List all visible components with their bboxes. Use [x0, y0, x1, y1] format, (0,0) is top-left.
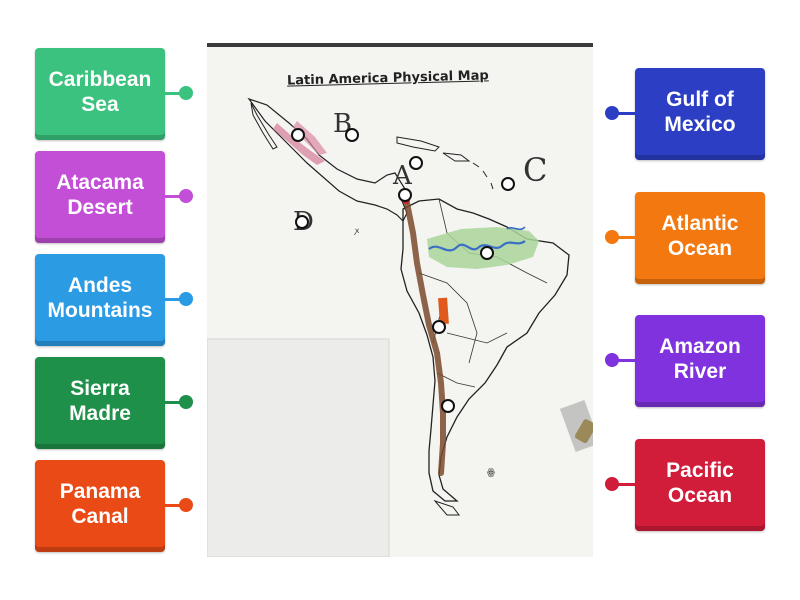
- pin-line: [165, 401, 185, 404]
- pin-line: [615, 236, 635, 239]
- label-pacific-ocean[interactable]: Pacific Ocean: [605, 439, 765, 531]
- pin-line: [165, 195, 185, 198]
- marker-gulf-of-mexico[interactable]: [345, 128, 359, 142]
- pin-dot[interactable]: [605, 353, 619, 367]
- pin-line: [615, 359, 635, 362]
- pin-dot[interactable]: [179, 292, 193, 306]
- pin-line: [615, 112, 635, 115]
- marker-amazon-river[interactable]: [480, 246, 494, 260]
- label-caribbean-sea[interactable]: Caribbean Sea: [35, 48, 193, 140]
- label-text: Atlantic Ocean: [661, 212, 739, 260]
- letter-c: C: [523, 151, 548, 189]
- marker-sierra-madre[interactable]: [291, 128, 305, 142]
- pin-dot[interactable]: [179, 189, 193, 203]
- marker-pacific-ocean[interactable]: [295, 215, 309, 229]
- marker-panama-canal[interactable]: [398, 188, 412, 202]
- label-text: Sierra Madre: [69, 377, 131, 425]
- label-amazon-river[interactable]: Amazon River: [605, 315, 765, 407]
- label-text: Caribbean Sea: [48, 68, 152, 116]
- pin-line: [165, 504, 185, 507]
- svg-text:ꙮ: ꙮ: [487, 467, 495, 477]
- label-atacama-desert[interactable]: Atacama Desert: [35, 151, 193, 243]
- pin-line: [165, 298, 185, 301]
- label-text: Amazon River: [659, 335, 741, 383]
- label-andes-mountains[interactable]: Andes Mountains: [35, 254, 193, 346]
- label-text: Andes Mountains: [47, 274, 153, 322]
- map-drawing: ꙮ ꭗ: [207, 43, 593, 557]
- label-gulf-of-mexico[interactable]: Gulf of Mexico: [605, 68, 765, 160]
- pin-dot[interactable]: [179, 498, 193, 512]
- map-image: ꙮ ꭗ Latin America Physical Map A B C D: [207, 43, 593, 557]
- pin-dot[interactable]: [605, 477, 619, 491]
- marker-andes-mountains[interactable]: [441, 399, 455, 413]
- pin-dot[interactable]: [605, 106, 619, 120]
- pin-dot[interactable]: [179, 395, 193, 409]
- pin-dot[interactable]: [605, 230, 619, 244]
- label-text: Gulf of Mexico: [664, 88, 736, 136]
- marker-atlantic-ocean[interactable]: [501, 177, 515, 191]
- letter-a: A: [393, 161, 412, 191]
- label-text: Pacific Ocean: [666, 459, 734, 507]
- pin-dot[interactable]: [179, 86, 193, 100]
- label-panama-canal[interactable]: Panama Canal: [35, 460, 193, 552]
- label-sierra-madre[interactable]: Sierra Madre: [35, 357, 193, 449]
- pin-line: [165, 92, 185, 95]
- marker-atacama-desert[interactable]: [432, 320, 446, 334]
- label-text: Panama Canal: [59, 480, 141, 528]
- marker-caribbean-sea[interactable]: [409, 156, 423, 170]
- pin-line: [615, 483, 635, 486]
- svg-text:ꭗ: ꭗ: [353, 226, 360, 235]
- label-atlantic-ocean[interactable]: Atlantic Ocean: [605, 192, 765, 284]
- label-text: Atacama Desert: [56, 171, 144, 219]
